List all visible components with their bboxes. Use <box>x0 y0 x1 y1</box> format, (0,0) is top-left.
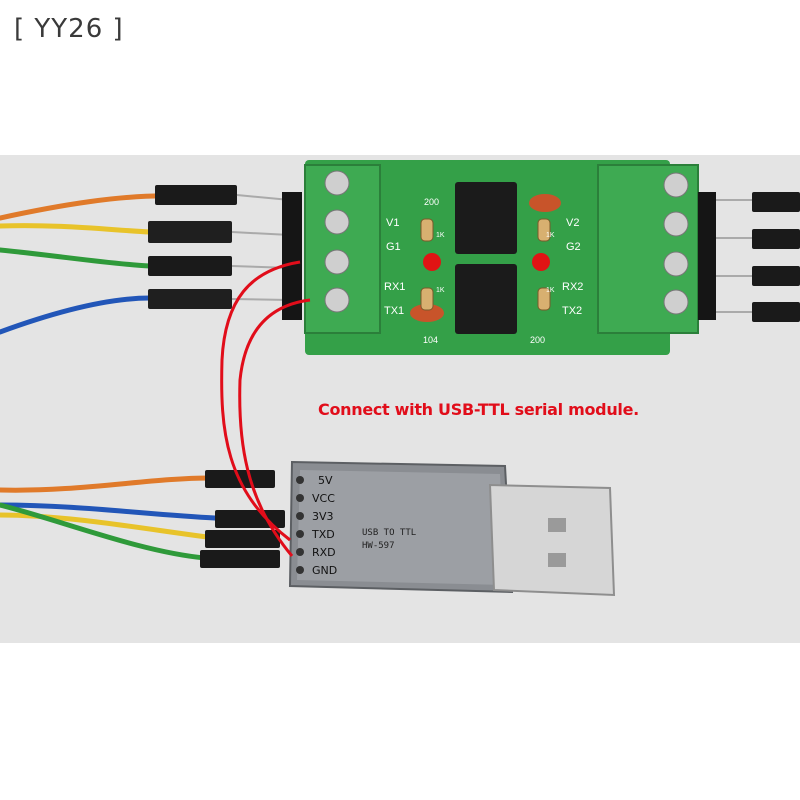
pin-gnd: GND <box>312 564 337 577</box>
usb-print-line1: USB TO TTL <box>362 528 416 538</box>
led-left <box>423 253 441 271</box>
label-1k-b: 1K <box>436 287 445 294</box>
led-right <box>532 253 550 271</box>
usb-pin-labels: 5V VCC 3V3 TXD RXD GND <box>311 474 337 577</box>
label-r200-right: 200 <box>530 335 545 345</box>
pin-rxd: RXD <box>312 546 336 559</box>
right-dupont-connectors <box>716 192 800 322</box>
annotation-text: Connect with USB-TTL serial module. <box>318 400 639 419</box>
resistors <box>420 218 551 311</box>
product-photo: V1 G1 RX1 TX1 V2 G2 RX2 TX2 200 1K 1K 10… <box>0 155 800 643</box>
top-left-dupont-connectors <box>148 185 291 309</box>
label-104: 104 <box>423 335 438 345</box>
capacitor-right <box>529 194 561 212</box>
usb-ttl-module <box>288 460 616 597</box>
annotation-lines <box>220 260 311 557</box>
pin-txd: TXD <box>311 528 335 541</box>
label-tx1: TX1 <box>384 305 404 317</box>
label-r200-left: 200 <box>424 197 439 207</box>
bottom-left-wires <box>0 475 218 561</box>
left-header-pins <box>282 192 302 320</box>
label-g2: G2 <box>566 241 581 253</box>
right-terminal-block <box>597 164 699 334</box>
right-header-pins <box>698 192 716 320</box>
label-1k-a: 1K <box>436 232 445 239</box>
label-rx1: RX1 <box>384 281 405 293</box>
label-v2: V2 <box>566 217 579 229</box>
label-1k-d: 1K <box>546 287 555 294</box>
optocoupler-ic-2 <box>455 264 517 334</box>
label-tx2: TX2 <box>562 305 582 317</box>
pcb-board <box>305 160 670 355</box>
watermark-text: [ YY26 ] <box>14 14 124 44</box>
left-terminal-block <box>304 164 381 334</box>
capacitor-left <box>410 304 444 322</box>
board-labels: V1 G1 RX1 TX1 V2 G2 RX2 TX2 200 1K 1K 10… <box>384 197 583 345</box>
pin-5v: 5V <box>318 474 333 487</box>
pin-vcc: VCC <box>312 492 335 505</box>
label-g1: G1 <box>386 241 401 253</box>
label-rx2: RX2 <box>562 281 583 293</box>
pin-3v3: 3V3 <box>312 510 334 523</box>
top-left-wires <box>0 193 173 335</box>
label-1k-c: 1K <box>546 232 555 239</box>
usb-module-print: USB TO TTL HW-597 <box>362 528 416 551</box>
optocoupler-ic-1 <box>455 182 517 254</box>
usb-print-line2: HW-597 <box>362 541 395 551</box>
label-v1: V1 <box>386 217 399 229</box>
